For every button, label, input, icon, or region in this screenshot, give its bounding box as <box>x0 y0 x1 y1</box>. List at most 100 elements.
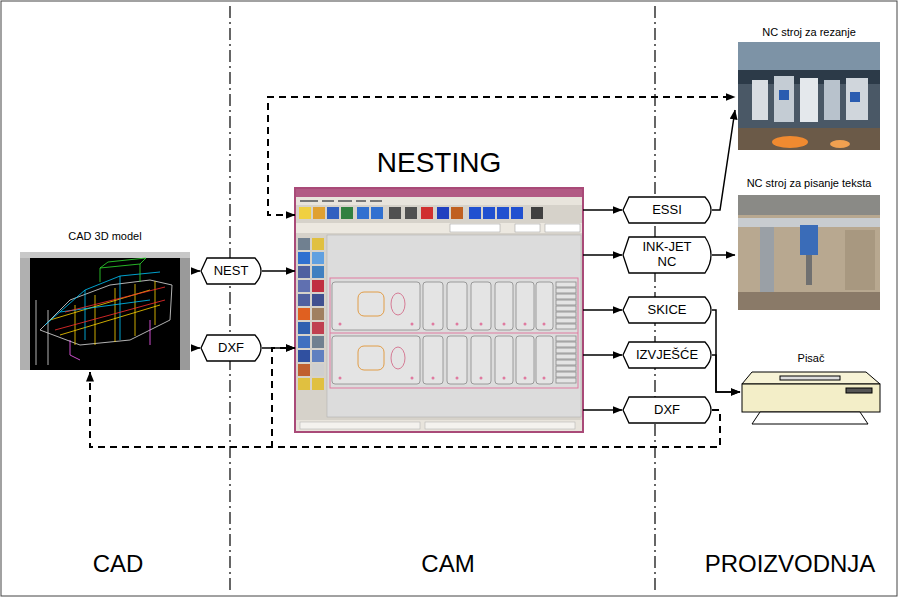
printer-picture <box>742 384 880 412</box>
nesting-window <box>296 420 582 431</box>
nesting-window <box>556 300 576 305</box>
nesting-window <box>327 207 339 219</box>
nesting-window <box>312 336 324 348</box>
cad-screenshot <box>100 258 146 282</box>
nesting-window <box>298 252 310 264</box>
cad-screenshot <box>55 287 165 330</box>
nesting-window <box>495 282 513 330</box>
nesting-window <box>313 207 325 219</box>
region-label: CAD <box>93 551 144 577</box>
nesting-window <box>298 378 310 390</box>
output-format-tag: SKICE <box>622 296 712 324</box>
ink-jet-machine-photo <box>738 292 880 310</box>
nesting-window <box>312 280 324 292</box>
nesting-window <box>556 324 576 329</box>
output-format-tag: ESSI <box>622 196 712 224</box>
flow-connector <box>583 309 622 311</box>
nesting-window <box>339 323 342 326</box>
flow-connector <box>583 409 622 411</box>
cutting-machine-photo <box>824 80 840 120</box>
nesting-window <box>312 294 324 306</box>
nesting-window <box>298 336 310 348</box>
nesting-window <box>556 312 576 317</box>
nesting-window <box>300 200 382 202</box>
node-label: NC stroj za rezanje <box>735 26 883 39</box>
nesting-window <box>358 292 384 316</box>
nesting-window <box>312 266 324 278</box>
node-label: Pisač <box>740 352 882 365</box>
nesting-window <box>300 200 318 202</box>
flow-connector <box>262 270 295 272</box>
region-divider <box>230 6 655 592</box>
node-label: DXF <box>218 341 244 356</box>
nesting-window <box>497 207 509 219</box>
nesting-window <box>536 282 553 330</box>
machine-picture: NC stroj za pisanje teksta <box>735 177 883 312</box>
nesting-window <box>296 223 582 233</box>
node-label: ESSI <box>652 203 682 218</box>
ink-jet-machine-photo <box>800 225 818 255</box>
tag-outline-path <box>623 237 711 273</box>
printer-picture <box>780 376 840 380</box>
ink-jet-machine-photo <box>760 227 774 297</box>
nesting-window <box>423 282 443 330</box>
nesting-window <box>511 207 523 219</box>
printer-picture <box>846 388 872 393</box>
nesting-window <box>469 207 481 219</box>
cutting-machine-photo <box>830 140 850 148</box>
nesting-window <box>471 282 491 330</box>
nesting-window <box>332 282 576 330</box>
flow-connector <box>192 270 200 272</box>
nesting-window <box>450 224 500 232</box>
nesting-window <box>483 207 495 219</box>
cad-screenshot <box>20 252 190 370</box>
nesting-window <box>298 308 310 320</box>
flow-connector <box>583 254 622 256</box>
node-label: SKICE <box>647 303 686 318</box>
nesting-window <box>312 364 324 376</box>
nesting-window <box>543 323 546 326</box>
nesting-window <box>298 280 310 292</box>
node-label: CAD 3D model <box>18 230 192 243</box>
nesting-window <box>338 200 352 202</box>
nesting-window <box>298 238 324 390</box>
cutting-machine-photo <box>779 90 789 100</box>
nesting-window <box>531 207 543 219</box>
ink-jet-machine-photo <box>738 195 880 215</box>
cutting-machine-photo <box>800 78 818 122</box>
nesting-window <box>322 200 334 202</box>
node-label: DXF <box>654 403 680 418</box>
nesting-window <box>556 294 576 299</box>
nesting-window <box>545 224 580 232</box>
nesting-window <box>312 238 324 250</box>
cutting-machine-photo <box>752 80 768 120</box>
nesting-window <box>456 323 459 326</box>
output-format-tag: IZVJEŠĆE <box>622 341 712 369</box>
nesting-window <box>312 322 324 334</box>
nesting-window <box>370 200 382 202</box>
flow-connector <box>583 354 622 356</box>
tag-outline-path <box>623 397 711 423</box>
cad-screenshot <box>70 320 150 360</box>
cad-screenshot <box>20 252 190 370</box>
nesting-window <box>298 364 310 376</box>
nesting-window <box>299 207 311 219</box>
nesting-window <box>295 188 583 432</box>
printer-picture <box>742 372 880 424</box>
region-divider <box>229 6 230 592</box>
region-label: CAM <box>421 551 474 577</box>
nesting-window <box>312 252 324 264</box>
cad-screenshot <box>20 258 30 370</box>
printer-picture <box>742 372 880 384</box>
printer-picture <box>752 412 868 424</box>
nesting-window <box>515 224 540 232</box>
nesting-window <box>312 308 324 320</box>
nesting-window <box>480 323 483 326</box>
flow-connector <box>712 355 740 392</box>
cad-screenshot <box>36 280 172 365</box>
ink-jet-machine-photo <box>738 195 880 310</box>
nesting-window <box>556 318 576 323</box>
flow-connector <box>712 254 735 256</box>
